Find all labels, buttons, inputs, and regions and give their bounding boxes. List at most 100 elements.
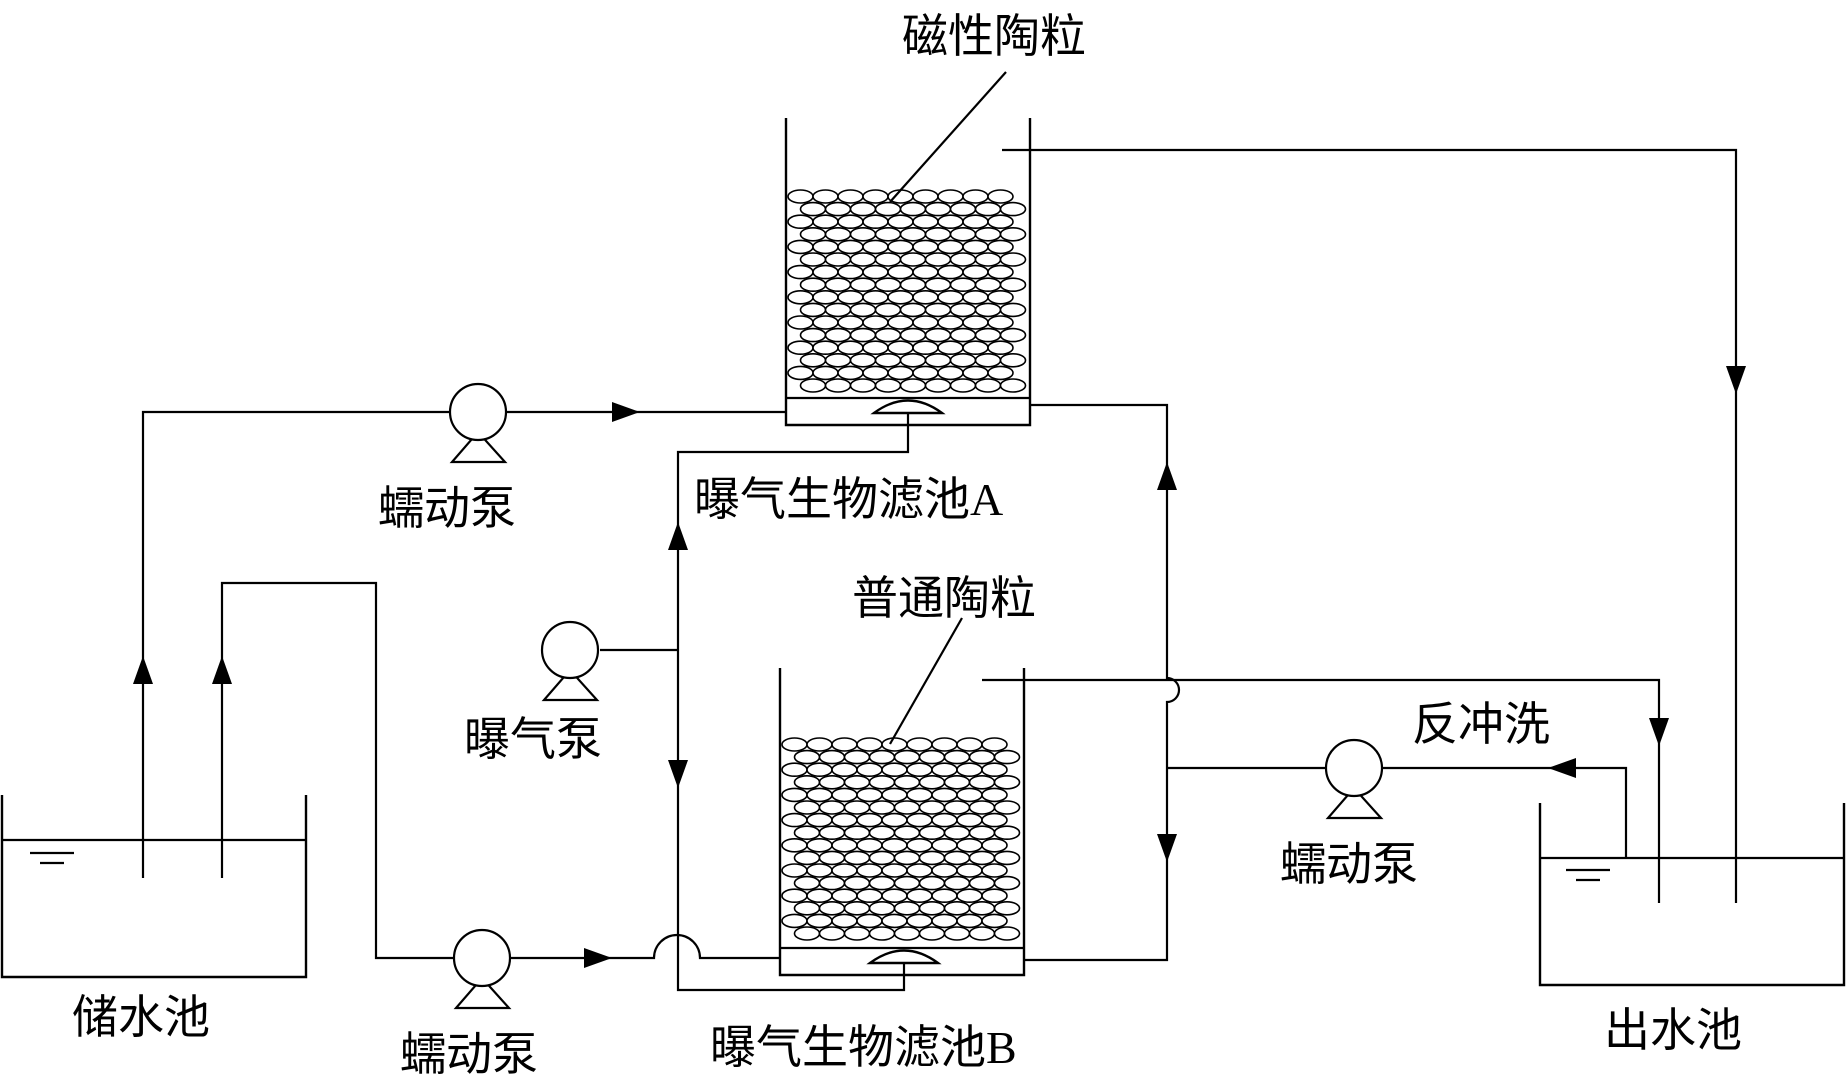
ceramsite-granule: [874, 277, 902, 293]
ceramsite-granule: [956, 913, 983, 929]
ceramsite-granule: [999, 302, 1027, 318]
ceramsite-granule: [812, 365, 839, 381]
ceramsite-granule: [918, 926, 946, 941]
ceramsite-granule: [787, 340, 814, 356]
ceramsite-granule: [862, 264, 889, 280]
ceramsite-granule: [856, 737, 883, 752]
ceramsite-granule: [799, 277, 827, 293]
ceramsite-granule: [974, 302, 1002, 318]
ceramsite-granule: [843, 900, 871, 916]
ceramsite-granule: [912, 239, 939, 255]
ceramsite-granule: [849, 302, 877, 318]
ceramsite-granule: [968, 825, 996, 841]
ceramsite-granule: [831, 737, 858, 752]
arrow-aeration-down: [668, 760, 688, 788]
ceramsite-granule: [937, 189, 964, 204]
ceramsite-granule: [843, 749, 871, 765]
ceramsite-granule: [912, 289, 939, 305]
ceramsite-granule: [787, 365, 814, 381]
ceramsite-granule: [862, 214, 889, 229]
ceramsite-granule: [937, 264, 964, 280]
ceramsite-granule: [881, 863, 908, 878]
peristaltic-pump-right-icon: [1324, 738, 1384, 820]
ceramsite-granule: [868, 850, 896, 866]
ceramsite-granule: [981, 913, 1008, 929]
aeration-pump-icon: [540, 620, 600, 702]
ceramsite-granule: [899, 227, 927, 242]
ceramsite-granule: [862, 289, 889, 305]
storage-tank: [0, 795, 308, 979]
ceramsite-granule: [799, 302, 827, 318]
ceramsite-granule: [981, 762, 1008, 778]
ceramsite-granule: [781, 812, 808, 828]
ceramsite-granule: [931, 913, 958, 929]
ceramsite-granule: [837, 289, 864, 305]
ceramsite-granule: [937, 340, 964, 356]
ceramsite-granule: [918, 875, 946, 891]
ceramsite-granule: [899, 201, 927, 217]
ceramsite-granule: [856, 787, 883, 803]
ceramsite-granule: [968, 900, 996, 916]
ceramsite-granule: [968, 749, 996, 765]
ceramsite-granule: [781, 863, 808, 878]
ceramsite-granule: [806, 837, 833, 853]
ceramsite-granule: [831, 787, 858, 803]
ceramsite-granule: [887, 264, 914, 280]
ceramsite-granule: [874, 352, 902, 368]
ceramsite-granule: [862, 365, 889, 381]
ceramsite-granule: [793, 800, 821, 815]
ceramsite-granule: [943, 850, 971, 866]
ceramsite-granule: [887, 365, 914, 381]
ceramsite-granule: [993, 825, 1021, 841]
ceramsite-granule: [849, 277, 877, 293]
ceramsite-granule: [949, 252, 977, 267]
ceramsite-granule: [843, 825, 871, 841]
ceramsite-granule: [831, 762, 858, 778]
peristaltic-pump-bottom-icon: [452, 928, 512, 1010]
ceramsite-granule: [981, 787, 1008, 803]
arrow-outlet-down-1: [1726, 366, 1746, 394]
ceramsite-granule: [899, 302, 927, 318]
ceramsite-granule: [787, 214, 814, 229]
ceramsite-granule: [881, 888, 908, 904]
ceramsite-granule: [893, 825, 921, 841]
ceramsite-granule: [943, 749, 971, 765]
ceramsite-granule: [818, 875, 846, 891]
ceramsite-granule: [806, 888, 833, 904]
ceramsite-granule: [943, 926, 971, 941]
ceramsite-granule: [874, 252, 902, 267]
ceramsite-granule: [831, 837, 858, 853]
ceramsite-granule: [824, 227, 852, 242]
ceramsite-granule: [868, 875, 896, 891]
ceramsite-granule: [881, 787, 908, 803]
ceramsite-granule: [993, 800, 1021, 815]
label-filter-a: 曝气生物滤池A: [694, 474, 1003, 525]
ceramsite-granule: [818, 900, 846, 916]
ceramsite-granule: [974, 227, 1002, 242]
ceramsite-granule: [868, 825, 896, 841]
ceramsite-granule: [974, 352, 1002, 368]
ceramsite-granule: [924, 201, 952, 217]
ceramsite-granule: [962, 189, 989, 204]
ceramsite-granule: [781, 787, 808, 803]
label-pump-right: 蠕动泵: [1280, 839, 1418, 890]
arrow-right-a: [612, 402, 640, 422]
magnetic-ceramsite-bed: [787, 189, 1027, 393]
ceramsite-granule: [912, 340, 939, 356]
ceramsite-granule: [806, 762, 833, 778]
ceramsite-granule: [943, 800, 971, 815]
ceramsite-granule: [806, 787, 833, 803]
ceramsite-granule: [843, 850, 871, 866]
ceramsite-granule: [993, 774, 1021, 790]
ceramsite-granule: [824, 252, 852, 267]
ceramsite-granule: [887, 214, 914, 229]
ceramsite-granule: [781, 837, 808, 853]
ceramsite-granule: [868, 749, 896, 765]
ceramsite-granule: [837, 264, 864, 280]
ceramsite-granule: [799, 378, 827, 393]
filter-b-column: [778, 668, 1026, 977]
ceramsite-granule: [962, 239, 989, 255]
ceramsite-granule: [874, 227, 902, 242]
ceramsite-granule: [956, 888, 983, 904]
ceramsite-granule: [931, 812, 958, 828]
